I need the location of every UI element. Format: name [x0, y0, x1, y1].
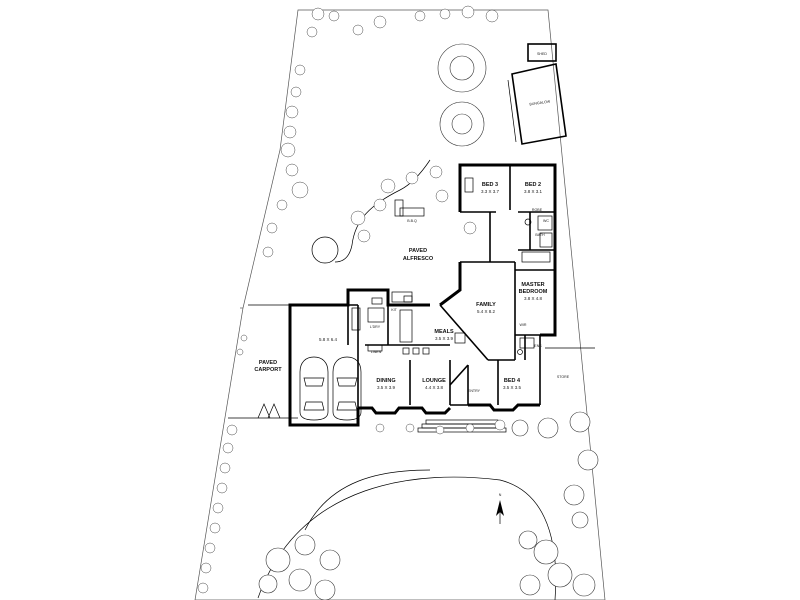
linen-label: LINEN — [371, 350, 382, 354]
family-dimensions: 5.4 X 8.2 — [477, 309, 496, 314]
garage-dimensions: 5.8 X 6.4 — [319, 337, 338, 342]
bed3-dimensions: 3.3 X 3.7 — [481, 189, 500, 194]
bbq — [394, 199, 425, 217]
bed3-label: BED 3 — [482, 182, 498, 188]
driveway-curve — [304, 469, 431, 531]
dining-dimensions: 3.5 X 3.9 — [377, 385, 396, 390]
furniture — [367, 332, 466, 355]
bed4-dimensions: 3.5 X 3.5 — [503, 385, 522, 390]
shed: SHED — [527, 43, 557, 62]
family-label: FAMILY — [476, 302, 496, 308]
paved-alfresco-label-2: ALFRESCO — [403, 256, 434, 262]
landscaping — [197, 5, 599, 600]
paved-circle — [311, 236, 339, 264]
bed4-label: BED 4 — [504, 378, 521, 384]
north-label: N — [499, 493, 502, 497]
master-bedroom-label-2: BEDROOM — [519, 289, 548, 295]
site-boundary — [194, 9, 606, 600]
bathroom-fittings — [464, 177, 553, 355]
laundry-label: L'DRY — [370, 325, 381, 329]
meals-dimensions: 3.5 X 3.9 — [435, 336, 454, 341]
shed-label: SHED — [537, 52, 547, 56]
lounge-label: LOUNGE — [422, 378, 446, 384]
kit-label: KIT — [391, 308, 397, 312]
store-label: STORE — [557, 375, 570, 379]
front-lawn-curve — [257, 476, 557, 600]
bath-label: BATH — [535, 233, 545, 237]
paved-carport-label-2: CARPORT — [254, 367, 282, 373]
bbq-label: B.B.Q — [407, 219, 417, 223]
bungalow: BUNGALOW — [507, 63, 567, 145]
ens-label: ENS — [534, 344, 542, 348]
entry-label: ENTRY — [468, 389, 481, 393]
kitchen-fittings — [351, 291, 413, 343]
wc-label: WC — [543, 219, 549, 223]
bungalow-label: BUNGALOW — [529, 99, 551, 106]
wir-label: WIR — [520, 323, 527, 327]
master-bedroom-label-1: MASTER — [521, 282, 544, 288]
dining-label: DINING — [376, 378, 395, 384]
carport-markers — [257, 403, 281, 419]
bed2-dimensions: 3.8 X 3.1 — [524, 189, 543, 194]
paved-alfresco-label-1: PAVED — [409, 248, 427, 254]
car-1 — [299, 356, 329, 421]
front-steps — [417, 419, 507, 433]
car-2 — [332, 356, 362, 421]
meals-label: MEALS — [434, 329, 454, 335]
robe-label: ROBE — [532, 208, 543, 212]
paved-carport-label-1: PAVED — [259, 360, 277, 366]
feature-tree-core — [449, 55, 475, 81]
master-bedroom-dimensions: 3.8 X 4.8 — [524, 296, 543, 301]
north-arrow: N — [496, 493, 504, 524]
bed2-label: BED 2 — [525, 182, 541, 188]
house-walls — [288, 163, 557, 427]
feature-tree-core — [451, 113, 473, 135]
lounge-dimensions: 4.4 X 3.8 — [425, 385, 444, 390]
